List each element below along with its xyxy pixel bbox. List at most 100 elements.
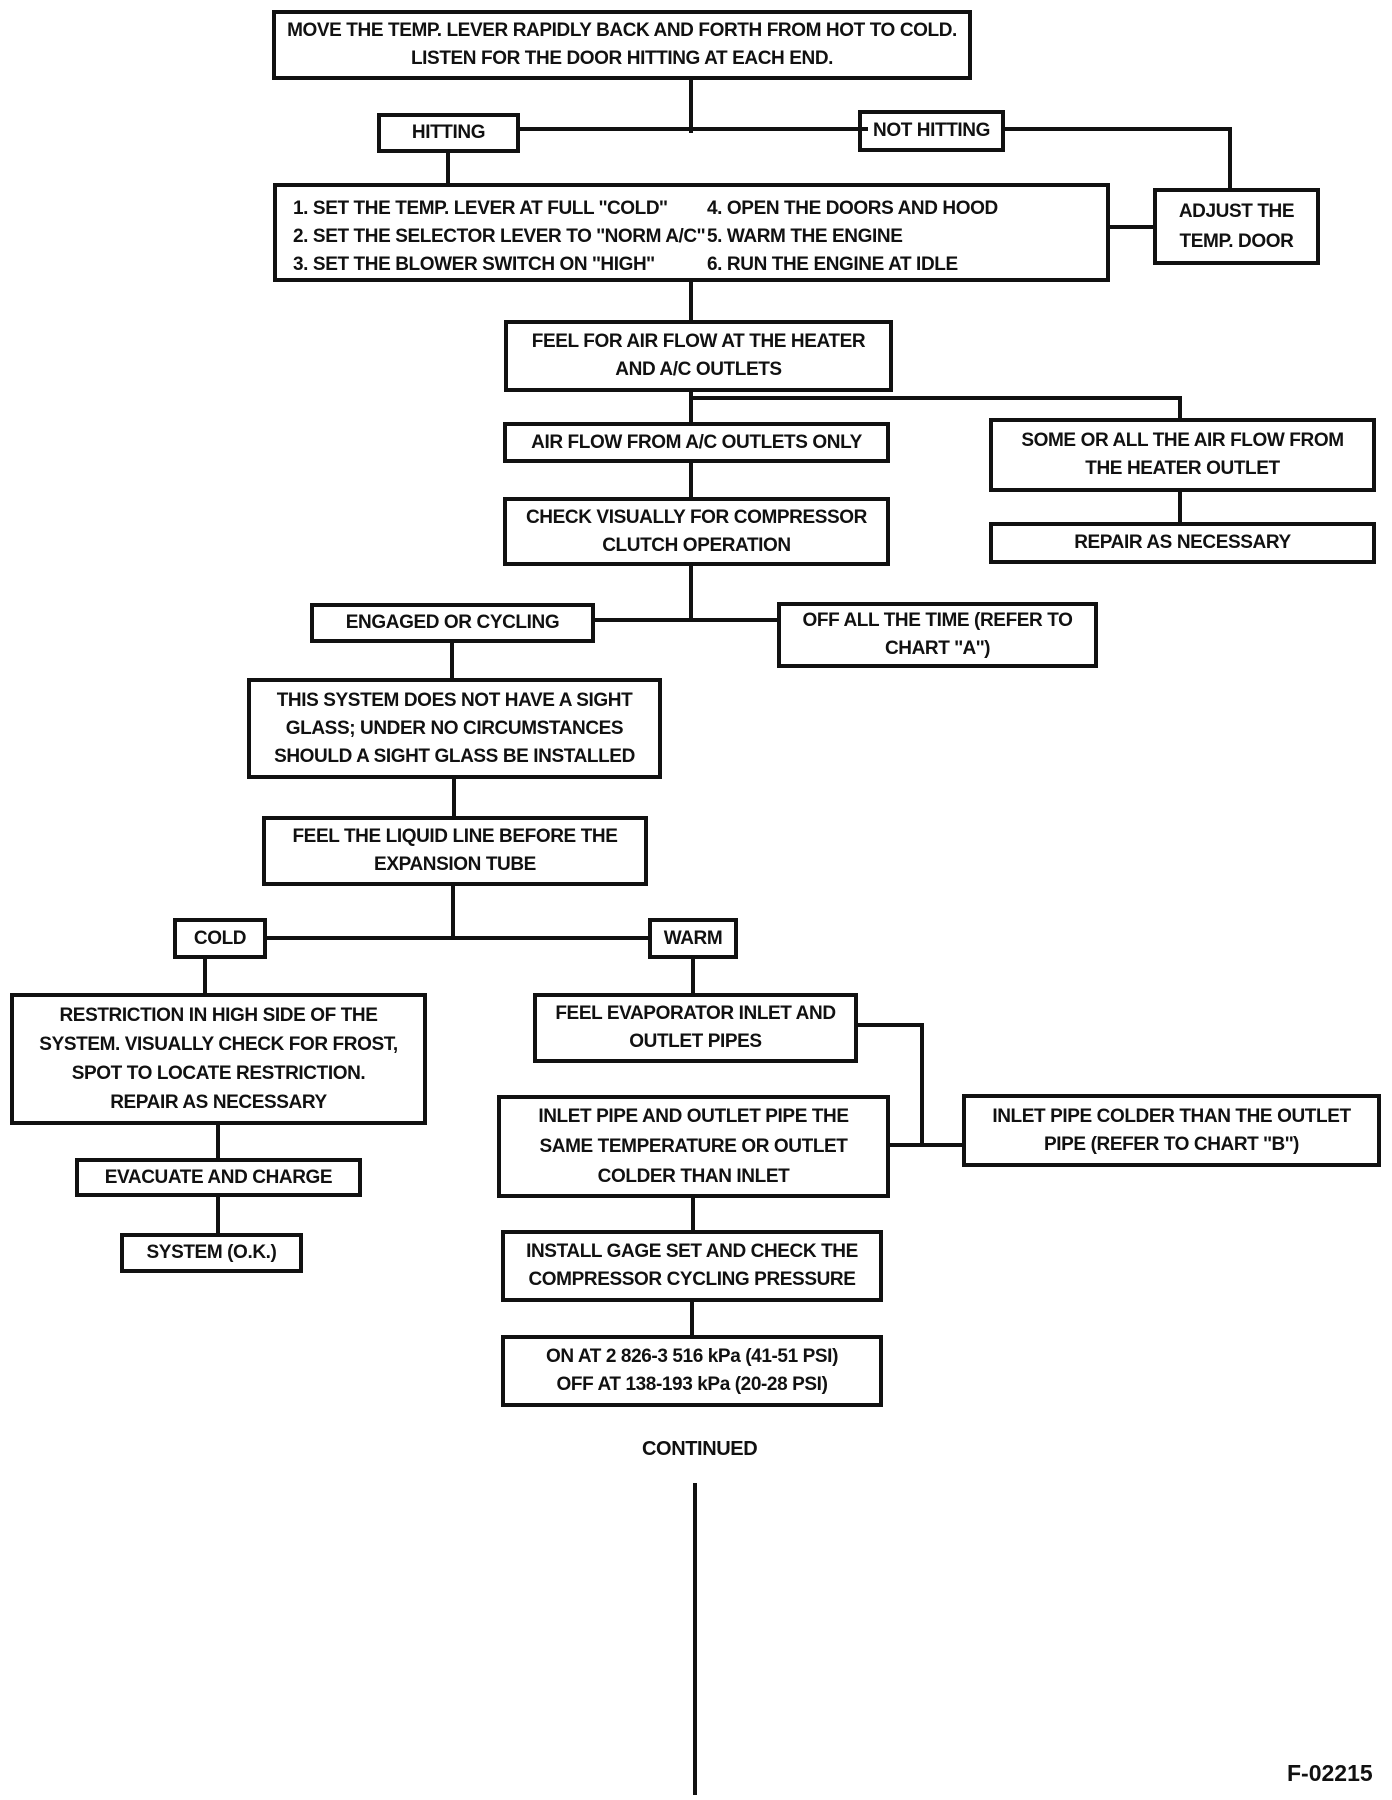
connector-inletsame-to-gage bbox=[691, 1198, 695, 1232]
node-text-line: REPAIR AS NECESSARY bbox=[110, 1092, 327, 1113]
connector-branch-to-someorall bbox=[1178, 396, 1182, 420]
node-text-line: NOT HITTING bbox=[873, 120, 990, 141]
connector-feelairflow-down bbox=[689, 392, 693, 424]
node-text-line: OFF AT 138-193 kPa (20-28 PSI) bbox=[556, 1374, 828, 1395]
node-restriction-high-side: RESTRICTION IN HIGH SIDE OF THE SYSTEM. … bbox=[10, 993, 427, 1125]
node-text-line: SPOT TO LOCATE RESTRICTION. bbox=[71, 1063, 366, 1084]
node-text-line: WARM bbox=[663, 927, 723, 949]
node-text-line: INLET PIPE COLDER THAN THE OUTLET bbox=[992, 1105, 1351, 1127]
continued-label: CONTINUED bbox=[642, 1438, 758, 1460]
steps-column-right: 4. OPEN THE DOORS AND HOOD 5. WARM THE E… bbox=[707, 195, 998, 279]
node-inlet-colder: INLET PIPE COLDER THAN THE OUTLET PIPE (… bbox=[962, 1094, 1381, 1167]
node-air-flow-ac-only: AIR FLOW FROM A/C OUTLETS ONLY bbox=[503, 422, 890, 463]
node-cold: COLD bbox=[173, 918, 267, 959]
node-feel-liquid-line: FEEL THE LIQUID LINE BEFORE THE EXPANSIO… bbox=[262, 816, 648, 886]
node-text-line: REPAIR AS NECESSARY bbox=[1074, 532, 1291, 553]
node-text-line: HITTING bbox=[411, 122, 486, 143]
connector-liquidline-to-rail bbox=[451, 886, 455, 940]
connector-check-to-rail bbox=[689, 566, 693, 622]
connector-continued-line bbox=[693, 1483, 697, 1795]
node-evacuate-and-charge: EVACUATE AND CHARGE bbox=[75, 1158, 362, 1197]
connector-sightglass-to-liquidline bbox=[452, 779, 456, 818]
node-text-line: ADJUST THE bbox=[1178, 200, 1295, 222]
node-text-line: SOME OR ALL THE AIR FLOW FROM bbox=[1021, 430, 1344, 451]
node-text-line: INLET PIPE AND OUTLET PIPE THE bbox=[538, 1105, 849, 1127]
connector-evaporator-right bbox=[858, 1023, 924, 1027]
node-text-line: COMPRESSOR CYCLING PRESSURE bbox=[528, 1269, 856, 1290]
connector-gage-to-pressure bbox=[690, 1302, 694, 1337]
node-repair-as-necessary: REPAIR AS NECESSARY bbox=[989, 522, 1376, 564]
step-item: 5. WARM THE ENGINE bbox=[707, 226, 903, 247]
node-text-line: INSTALL GAGE SET AND CHECK THE bbox=[526, 1241, 858, 1262]
step-item: 1. SET THE TEMP. LEVER AT FULL ''COLD'' bbox=[293, 198, 668, 219]
connector-airflow-to-check bbox=[689, 463, 693, 499]
connector-branch-right bbox=[689, 396, 1182, 400]
connector-cold-warm-rail bbox=[267, 936, 648, 940]
connector-steps-to-feelairflow bbox=[689, 282, 693, 322]
node-text-line: EVACUATE AND CHARGE bbox=[104, 1166, 333, 1188]
node-text-line: AND A/C OUTLETS bbox=[615, 359, 782, 380]
node-text-line: RESTRICTION IN HIGH SIDE OF THE bbox=[59, 1005, 378, 1026]
node-check-clutch: CHECK VISUALLY FOR COMPRESSOR CLUTCH OPE… bbox=[503, 497, 890, 566]
node-text-line: OFF ALL THE TIME (REFER TO bbox=[802, 610, 1073, 631]
node-text-line: SHOULD A SIGHT GLASS BE INSTALLED bbox=[274, 745, 635, 767]
node-adjust-temp-door: ADJUST THE TEMP. DOOR bbox=[1153, 188, 1320, 265]
connector-nothitting-to-corner bbox=[1005, 127, 1232, 131]
node-engaged-or-cycling: ENGAGED OR CYCLING bbox=[310, 603, 595, 643]
node-text-line: SYSTEM. VISUALLY CHECK FOR FROST, bbox=[39, 1034, 398, 1055]
node-text-line: CLUTCH OPERATION bbox=[602, 534, 791, 556]
node-setup-steps: 1. SET THE TEMP. LEVER AT FULL ''COLD'' … bbox=[273, 183, 1110, 282]
node-text-line: ON AT 2 826-3 516 kPa (41-51 PSI) bbox=[545, 1346, 838, 1367]
step-item: 3. SET THE BLOWER SWITCH ON ''HIGH'' bbox=[293, 254, 655, 275]
connector-inlet-rail bbox=[890, 1143, 962, 1147]
connector-engaged-rail bbox=[595, 618, 777, 622]
node-no-sight-glass: THIS SYSTEM DOES NOT HAVE A SIGHT GLASS;… bbox=[247, 678, 662, 779]
node-not-hitting: NOT HITTING bbox=[858, 110, 1005, 152]
node-text-line: SYSTEM (O.K.) bbox=[146, 1242, 277, 1263]
node-text-line: COLD bbox=[193, 927, 247, 949]
node-off-all-the-time: OFF ALL THE TIME (REFER TO CHART ''A'') bbox=[777, 602, 1098, 668]
node-some-or-all-heater: SOME OR ALL THE AIR FLOW FROM THE HEATER… bbox=[989, 418, 1376, 492]
node-warm: WARM bbox=[648, 918, 738, 959]
node-text-line: THE HEATER OUTLET bbox=[1085, 458, 1280, 479]
node-text-line: FEEL EVAPORATOR INLET AND bbox=[555, 1003, 836, 1024]
node-text-line: CHART ''A'') bbox=[884, 638, 991, 659]
node-text-line: OUTLET PIPES bbox=[629, 1031, 762, 1052]
node-text-line: AIR FLOW FROM A/C OUTLETS ONLY bbox=[531, 431, 862, 453]
node-top-instruction: MOVE THE TEMP. LEVER RAPIDLY BACK AND FO… bbox=[272, 10, 972, 80]
node-text-line: EXPANSION TUBE bbox=[374, 854, 536, 875]
connector-restriction-to-evacuate bbox=[216, 1125, 220, 1160]
step-item: 6. RUN THE ENGINE AT IDLE bbox=[707, 254, 958, 275]
step-item: 4. OPEN THE DOORS AND HOOD bbox=[707, 198, 998, 219]
node-inlet-same-temp: INLET PIPE AND OUTLET PIPE THE SAME TEMP… bbox=[497, 1095, 890, 1198]
figure-id-label: F-02215 bbox=[1287, 1760, 1373, 1786]
node-text-line: CHECK VISUALLY FOR COMPRESSOR bbox=[525, 506, 867, 528]
connector-someorall-to-repair bbox=[1178, 492, 1182, 524]
node-text-line: ENGAGED OR CYCLING bbox=[345, 612, 560, 633]
node-feel-air-flow: FEEL FOR AIR FLOW AT THE HEATER AND A/C … bbox=[504, 320, 893, 392]
node-text-line: THIS SYSTEM DOES NOT HAVE A SIGHT bbox=[276, 689, 633, 711]
node-hitting: HITTING bbox=[377, 113, 520, 153]
connector-top-to-rail bbox=[689, 80, 693, 133]
connector-warm-to-evaporator bbox=[691, 959, 695, 995]
node-text-line: COLDER THAN INLET bbox=[597, 1165, 790, 1187]
connector-hitting-to-steps bbox=[446, 153, 450, 185]
steps-column-left: 1. SET THE TEMP. LEVER AT FULL ''COLD'' … bbox=[293, 195, 705, 279]
connector-evacuate-to-systemok bbox=[216, 1197, 220, 1235]
node-system-ok: SYSTEM (O.K.) bbox=[120, 1233, 303, 1273]
node-text-line: TEMP. DOOR bbox=[1179, 230, 1294, 252]
node-text-line: GLASS; UNDER NO CIRCUMSTANCES bbox=[285, 717, 624, 739]
connector-cold-to-restriction bbox=[203, 959, 207, 995]
node-cycling-pressure: ON AT 2 826-3 516 kPa (41-51 PSI) OFF AT… bbox=[501, 1335, 883, 1407]
step-item: 2. SET THE SELECTOR LEVER TO ''NORM A/C'… bbox=[293, 226, 705, 247]
node-text-line: LISTEN FOR THE DOOR HITTING AT EACH END. bbox=[410, 48, 834, 69]
connector-engaged-to-sightglass bbox=[450, 643, 454, 680]
node-install-gage-set: INSTALL GAGE SET AND CHECK THE COMPRESSO… bbox=[501, 1230, 883, 1302]
node-text-line: PIPE (REFER TO CHART ''B'') bbox=[1044, 1133, 1299, 1155]
node-text-line: FEEL FOR AIR FLOW AT THE HEATER bbox=[531, 331, 866, 352]
connector-steps-to-adjust bbox=[1110, 225, 1153, 229]
connector-evaporator-down bbox=[920, 1023, 924, 1147]
connector-corner-to-adjust bbox=[1228, 127, 1232, 190]
node-text-line: MOVE THE TEMP. LEVER RAPIDLY BACK AND FO… bbox=[287, 20, 957, 41]
